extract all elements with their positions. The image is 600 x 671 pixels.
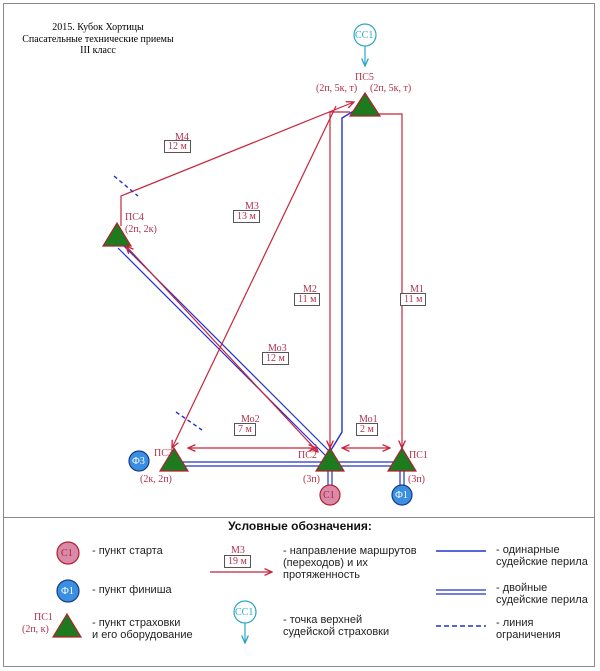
m1-name: М1 xyxy=(410,284,424,295)
legend-title: Условные обозначения: xyxy=(228,519,372,533)
legend-start-icon xyxy=(56,541,80,565)
mo1-name: Мо1 xyxy=(359,414,378,425)
m1-length: 11 м xyxy=(400,293,427,306)
legend-route-text3: протяженность xyxy=(283,569,360,581)
mo2-name: Мо2 xyxy=(241,414,260,425)
ss1-label: СС1 xyxy=(355,30,374,41)
route-m2 xyxy=(330,111,350,448)
legend-top-symbol: СС1 xyxy=(235,607,254,618)
m4-name: М4 xyxy=(175,132,189,143)
s1-label: С1 xyxy=(323,490,335,501)
legend-divider xyxy=(3,517,595,518)
legend-start-symbol: С1 xyxy=(61,548,73,559)
f1-label: Ф1 xyxy=(395,490,408,501)
legend-top-text1: - точка верхней xyxy=(283,614,363,626)
legend-finish-symbol: Ф1 xyxy=(61,586,74,597)
finish-point-f3 xyxy=(128,450,150,472)
legend-route-text1: - направление маршрутов xyxy=(283,545,417,557)
f3-label: Ф3 xyxy=(132,456,145,467)
start-point-s1 xyxy=(319,484,341,506)
legend-double-text2: судейские перила xyxy=(496,594,588,606)
ps1-label: ПС1 xyxy=(409,450,428,461)
route-m4 xyxy=(120,102,354,226)
legend-single-text2: судейские перила xyxy=(496,556,588,568)
mo2-length: 7 м xyxy=(234,423,256,436)
legend-limit-text2: ограничения xyxy=(496,629,561,641)
mo1-length: 2 м xyxy=(356,423,378,436)
ps4-equip: (2п, 2к) xyxy=(125,224,157,235)
belay-point-ps5 xyxy=(348,91,382,117)
single-rope-ps5-ps2 xyxy=(327,105,363,456)
legend-belay-text2: и его оборудование xyxy=(92,629,193,641)
route-m1 xyxy=(378,113,402,448)
legend-belay-icon xyxy=(51,612,83,638)
belay-point-ps1 xyxy=(386,446,418,472)
ps3-label: ПС3 xyxy=(154,448,173,459)
m3-length: 13 м xyxy=(233,210,260,223)
legend-double-text1: - двойные xyxy=(496,582,548,594)
legend-belay-name: ПС1 xyxy=(34,612,53,623)
belay-point-ps4 xyxy=(101,221,133,247)
ps2-label: ПС2 xyxy=(298,450,317,461)
m4-length: 12 м xyxy=(164,140,191,153)
ps5-equip-left: (2п, 5к, т) xyxy=(316,83,358,94)
ps5-label: ПС5 xyxy=(355,72,374,83)
ps1-equip: (3п) xyxy=(408,474,426,485)
legend-limit-text1: - линия xyxy=(496,617,534,629)
m2-length: 11 м xyxy=(294,293,321,306)
header-subtitle: Спасательные технические приемы xyxy=(22,34,174,45)
legend-route-text2: (переходов) и их xyxy=(283,557,368,569)
mo3-name: Мо3 xyxy=(268,343,287,354)
legend-belay-equip: (2п, к) xyxy=(22,624,49,635)
ps5-equip-right: (2п, 5к, т) xyxy=(370,83,412,94)
ps2-equip: (3п) xyxy=(303,474,321,485)
double-rope-ps2-ps1 xyxy=(330,461,402,467)
ps3-equip: (2к, 2п) xyxy=(140,474,172,485)
header-title: 2015. Кубок Хортицы xyxy=(52,22,144,33)
route-m3 xyxy=(172,105,337,448)
belay-point-ps3 xyxy=(158,446,190,472)
legend-top-text2: судейской страховки xyxy=(283,626,390,638)
finish-point-f1 xyxy=(391,484,413,506)
legend-finish-icon xyxy=(56,579,80,603)
legend-route-name: М3 xyxy=(231,545,245,556)
belay-point-ps2 xyxy=(314,446,346,472)
legend-route-length: 19 м xyxy=(224,555,251,568)
legend-top-belay-icon xyxy=(233,600,257,643)
mo3-length: 12 м xyxy=(262,352,289,365)
legend-belay-text1: - пункт страховки xyxy=(92,617,181,629)
legend-start-text: - пункт старта xyxy=(92,545,163,557)
legend-finish-text: - пункт финиша xyxy=(92,584,172,596)
top-belay-ss1 xyxy=(353,23,377,66)
limit-line-ps3 xyxy=(175,411,203,431)
double-rope-ps4-ps2 xyxy=(117,243,335,461)
diagram-frame xyxy=(3,3,595,667)
legend-double-rope xyxy=(436,589,486,595)
header-class: III класс xyxy=(80,45,116,56)
m2-name: М2 xyxy=(303,284,317,295)
m3-name: М3 xyxy=(245,201,259,212)
legend-single-text1: - одинарные xyxy=(496,544,560,556)
limit-line-ps4 xyxy=(113,175,139,197)
double-rope-ps3-ps2 xyxy=(174,461,330,467)
ps4-label: ПС4 xyxy=(125,212,144,223)
route-mo3 xyxy=(126,246,318,452)
